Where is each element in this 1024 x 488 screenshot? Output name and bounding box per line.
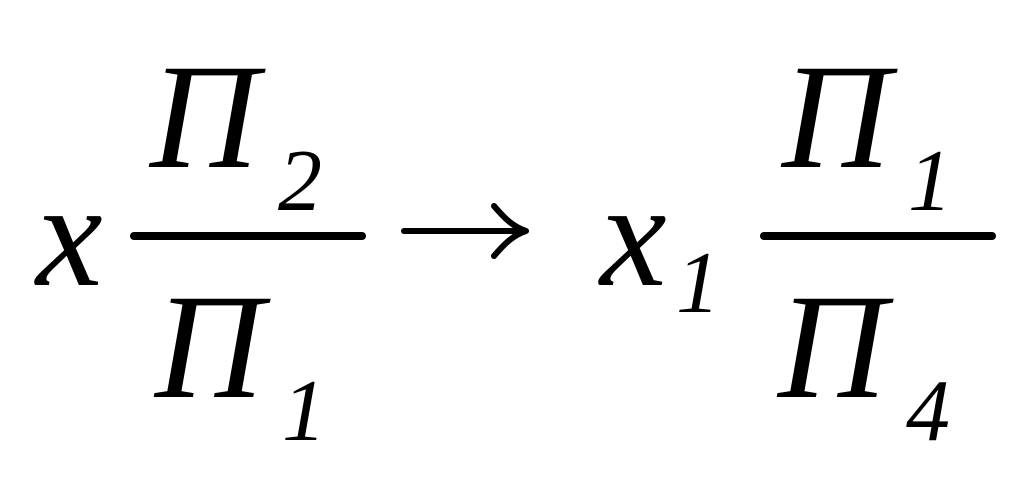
right-arrow-icon (401, 203, 529, 259)
right-variable-subscript: 1 (676, 235, 720, 332)
left-fraction-bar (130, 232, 366, 240)
left-variable: x (36, 152, 103, 318)
left-numerator-symbol: П (150, 34, 259, 200)
right-numerator-subscript: 1 (908, 133, 952, 230)
right-denominator-symbol: П (778, 264, 887, 430)
right-fraction-bar (760, 232, 996, 240)
left-denominator-subscript: 1 (282, 363, 326, 460)
right-numerator-symbol: П (782, 34, 891, 200)
left-numerator-subscript: 2 (278, 133, 322, 230)
right-variable: x (600, 152, 667, 318)
right-denominator-subscript: 4 (906, 363, 950, 460)
left-denominator-symbol: П (155, 264, 264, 430)
